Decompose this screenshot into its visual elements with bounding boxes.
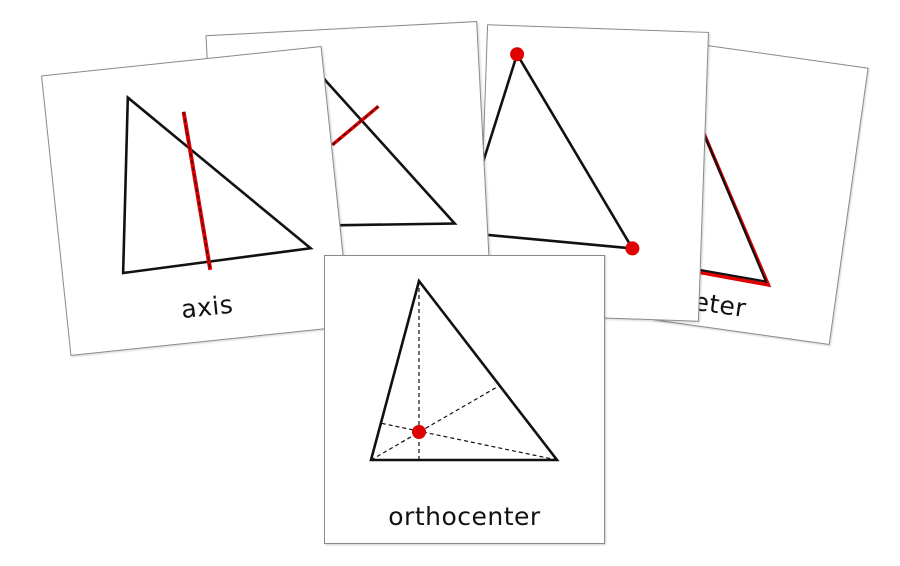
height-segment-dash (332, 105, 379, 146)
vertex-figure (478, 47, 640, 256)
vertex-triangle (478, 51, 635, 250)
orthocenter-dot (412, 425, 426, 439)
axis-figure (121, 94, 314, 275)
card-axis: axis (41, 46, 351, 356)
card-label-orthocenter: orthocenter (388, 502, 541, 531)
orthocenter-triangle (369, 278, 560, 462)
axis-line-dash (183, 111, 211, 270)
axis-triangle (121, 94, 314, 275)
vertex-dot-bottom (625, 241, 640, 256)
altitude-3 (370, 386, 498, 461)
orthocenter-figure (369, 278, 560, 462)
vertex-dot-top (510, 47, 525, 62)
card-vertex (477, 24, 709, 322)
card-orthocenter: orthocenter (324, 255, 605, 544)
altitude-2 (379, 422, 558, 461)
